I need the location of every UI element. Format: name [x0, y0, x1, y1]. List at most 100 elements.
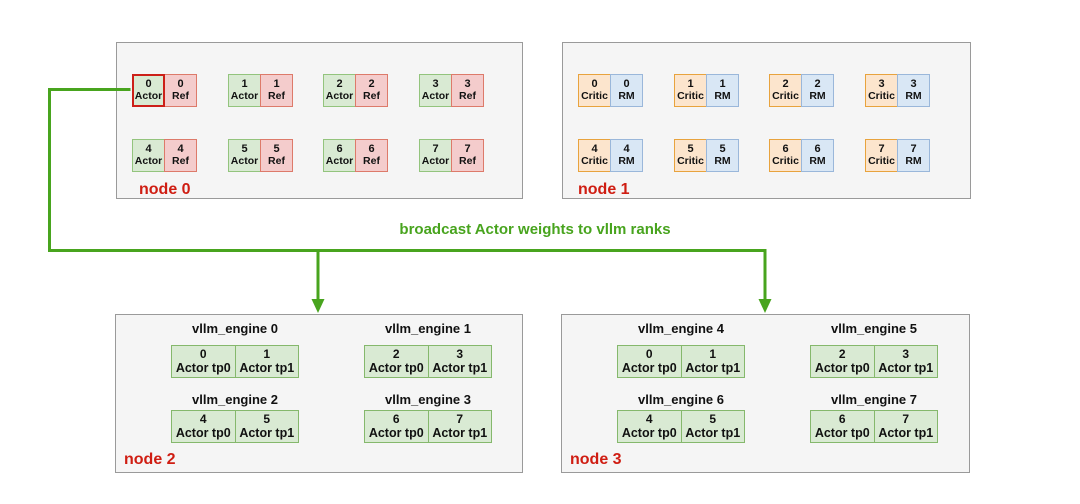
gpu-rank: 6	[368, 143, 375, 155]
gpu-rank: 3	[902, 346, 910, 361]
role-label: Actor tp0	[175, 425, 231, 440]
role-label: Actor tp1	[878, 360, 934, 375]
gpu-rank: 3	[464, 78, 471, 90]
role-label: Critic	[677, 90, 704, 102]
role-label: Critic	[581, 90, 608, 102]
role-label: Critic	[772, 155, 799, 167]
gpu-rank: 0	[177, 78, 184, 90]
gpu-rank: 5	[709, 411, 717, 426]
role-label: Actor tp0	[175, 360, 231, 375]
gpu-rank: 6	[336, 143, 343, 155]
role-label: RM	[618, 90, 635, 102]
vllm-engine-title: vllm_engine 2	[192, 392, 278, 407]
role-label: Actor	[230, 90, 259, 102]
role-label: Actor tp1	[432, 425, 488, 440]
gpu-rank: 5	[273, 143, 280, 155]
role-label: Actor tp1	[685, 360, 741, 375]
role-label: Actor	[421, 90, 450, 102]
role-label: Critic	[677, 155, 704, 167]
gpu-rank: 6	[392, 411, 400, 426]
role-label: Ref	[459, 155, 476, 167]
node1-label: node 1	[578, 181, 630, 198]
vllm-engine-title: vllm_engine 7	[831, 392, 917, 407]
gpu-rank: 4	[145, 143, 152, 155]
role-label: Actor tp1	[685, 425, 741, 440]
gpu-rank: 1	[709, 346, 717, 361]
role-label: RM	[618, 155, 635, 167]
gpu-rank: 7	[464, 143, 471, 155]
role-label: Actor	[421, 155, 450, 167]
role-label: Critic	[868, 90, 895, 102]
gpu-rank: 1	[687, 78, 694, 90]
broadcast-annotation: broadcast Actor weights to vllm ranks	[399, 221, 671, 238]
gpu-rank: 2	[814, 78, 821, 90]
arrow-down-icon	[311, 299, 325, 313]
vllm-engine-title: vllm_engine 5	[831, 321, 917, 336]
role-label: Critic	[772, 90, 799, 102]
vllm-engine-title: vllm_engine 0	[192, 321, 278, 336]
role-label: Actor	[134, 155, 163, 167]
role-label: RM	[714, 155, 731, 167]
gpu-rank: 3	[456, 346, 464, 361]
role-label: Actor tp1	[239, 425, 295, 440]
gpu-rank: 0	[199, 346, 207, 361]
role-label: Ref	[268, 155, 285, 167]
gpu-rank: 7	[432, 143, 439, 155]
gpu-rank: 7	[456, 411, 464, 426]
role-label: Critic	[868, 155, 895, 167]
node3-label: node 3	[570, 451, 622, 468]
role-label: Actor tp0	[621, 360, 677, 375]
gpu-rank: 0	[591, 78, 598, 90]
role-label: Actor	[325, 90, 354, 102]
gpu-rank: 4	[645, 411, 653, 426]
gpu-rank: 2	[838, 346, 846, 361]
gpu-rank: 5	[241, 143, 248, 155]
gpu-rank: 1	[273, 78, 280, 90]
role-label: Ref	[172, 155, 189, 167]
